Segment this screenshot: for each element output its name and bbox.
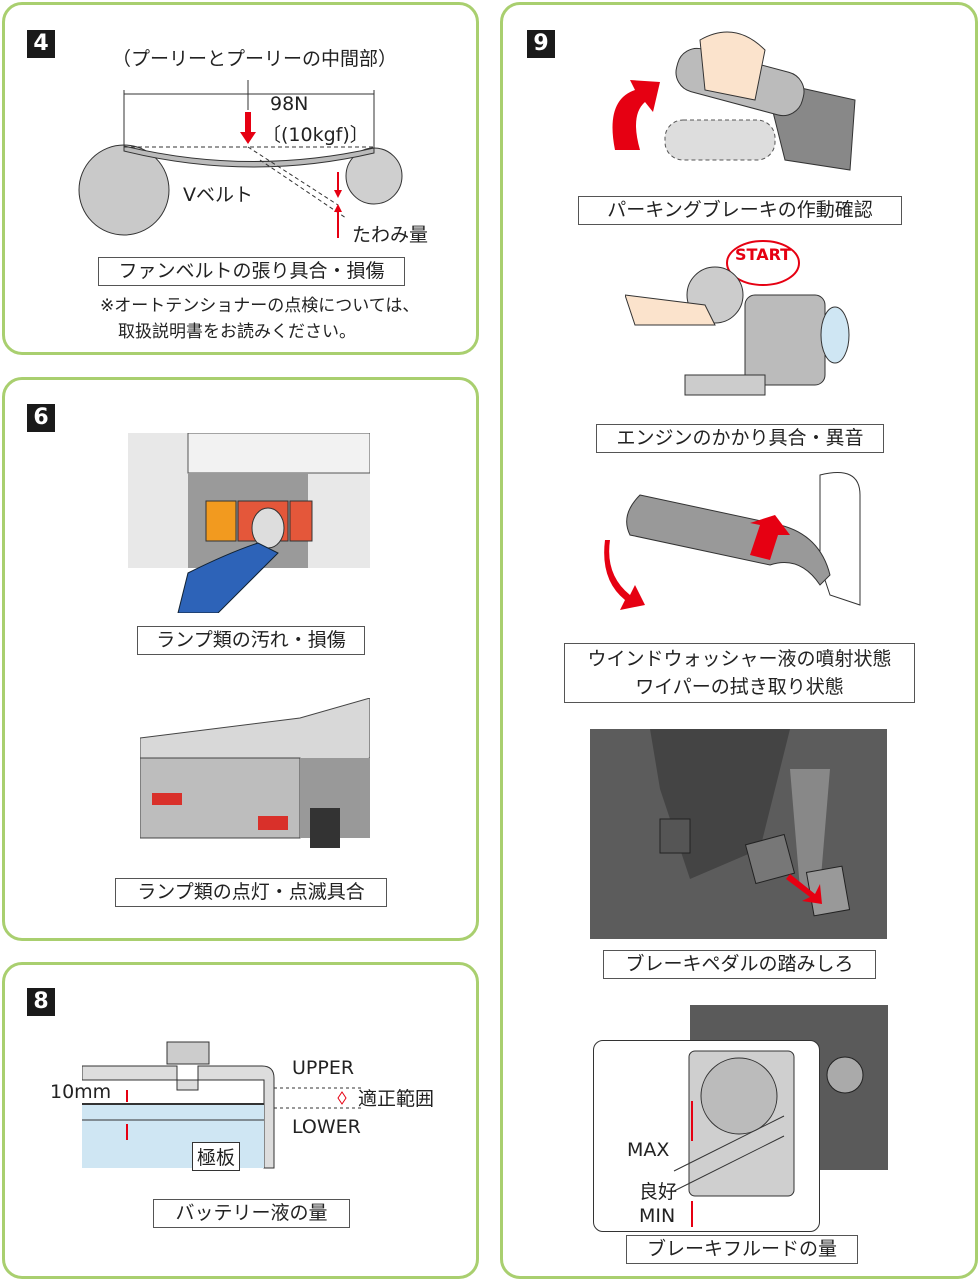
caption-wiper: ワイパーの拭き取り状態 [635,676,844,698]
wiper-lever-illustration [600,465,865,625]
caption-brake-fluid: ブレーキフルードの量 [626,1235,858,1264]
lamp-cleaning-illustration [128,433,370,613]
label-position: （プーリーとプーリーの中間部） [112,48,398,70]
label-lower: LOWER [292,1116,361,1138]
label-proper-range: 適正範囲 [358,1088,435,1110]
caption-battery: バッテリー液の量 [153,1199,350,1228]
label-v-belt: Vベルト [183,184,253,206]
label-10mm: 10mm [50,1081,112,1103]
fan-belt-diagram [70,80,410,250]
caption-parking-brake: パーキングブレーキの作動確認 [578,196,902,225]
label-upper: UPPER [292,1057,355,1079]
label-max: MAX [627,1139,670,1161]
section-number-4: 4 [27,30,55,58]
note-line-2: 取扱説明書をお読みください。 [118,322,356,342]
caption-washer-wiper: ウインドウォッシャー液の噴射状態 ワイパーの拭き取り状態 [564,643,915,703]
truck-rear-illustration [140,698,370,848]
battery-diagram [82,1040,362,1170]
brake-fluid-reservoir-closeup [593,1040,820,1232]
label-force-n: 98N [270,93,309,115]
engine-start-illustration [625,235,865,415]
caption-lamp-dirt: ランプ類の汚れ・損傷 [137,626,365,655]
section-number-6: 6 [27,404,55,432]
note-line-1: ※オートテンショナーの点検については、 [100,296,420,316]
label-deflection: たわみ量 [352,224,429,246]
label-force-kgf: 〔(10kgf)〕 [262,124,369,146]
caption-washer: ウインドウォッシャー液の噴射状態 [587,648,892,670]
caption-fan-belt: ファンベルトの張り具合・損傷 [98,257,405,286]
section-number-9: 9 [527,30,555,58]
brake-pedal-photo [590,729,887,939]
caption-brake-pedal: ブレーキペダルの踏みしろ [603,950,876,979]
start-label: START [735,245,792,264]
caption-engine: エンジンのかかり具合・異音 [596,424,884,453]
label-good: 良好 [639,1181,678,1203]
label-plate: 極板 [192,1142,241,1171]
section-number-8: 8 [27,988,55,1016]
parking-brake-illustration [605,20,865,190]
label-min: MIN [639,1205,676,1227]
caption-lamp-lighting: ランプ類の点灯・点滅具合 [115,878,387,907]
